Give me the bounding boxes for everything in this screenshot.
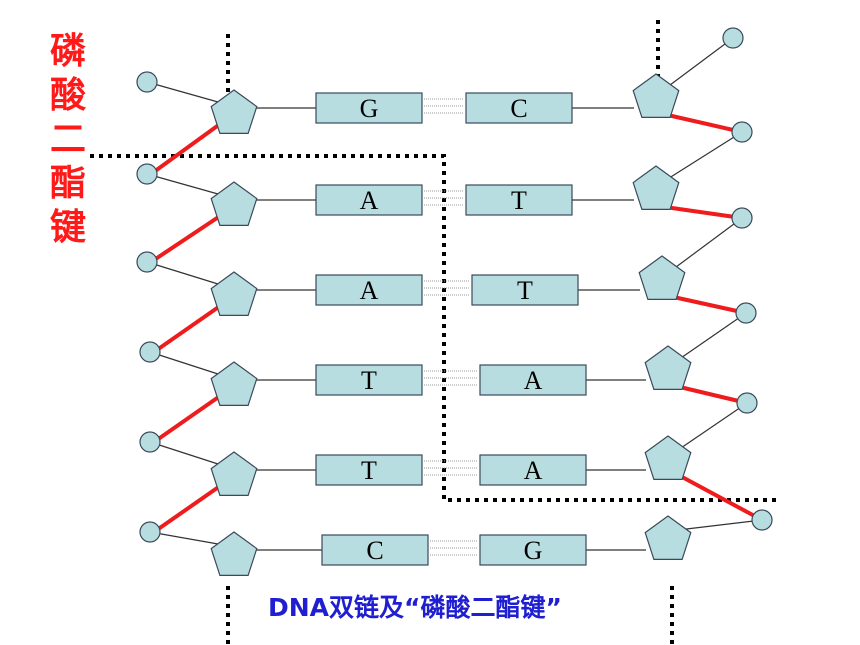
base-box — [321, 534, 429, 566]
base-box — [479, 364, 587, 396]
label-char: 二 — [49, 119, 86, 160]
base-letter: G — [360, 94, 379, 123]
backbone-line — [671, 217, 743, 271]
dotted-boundary — [90, 154, 780, 502]
base-box — [315, 274, 423, 306]
backbone-line — [665, 131, 743, 181]
phosphate-circle — [136, 71, 158, 93]
base-letter: A — [360, 276, 379, 305]
phosphodiester-bond — [670, 114, 744, 134]
base-box — [315, 92, 423, 124]
backbone-line — [677, 402, 748, 451]
deoxyribose-pentagon — [632, 73, 680, 119]
base-box — [465, 92, 573, 124]
phosphate-circle — [722, 27, 744, 49]
diagram-caption: DNA双链及“磷酸二酯键” — [268, 593, 562, 622]
phosphodiester-bond — [676, 296, 748, 315]
base-letter: T — [517, 276, 533, 305]
label-char: 酯 — [49, 163, 86, 204]
base-box — [315, 184, 423, 216]
deoxyribose-pentagon — [210, 89, 258, 134]
base-letter: G — [524, 536, 543, 565]
backbone-line — [665, 37, 734, 89]
label-char: 酸 — [49, 75, 86, 116]
backbone-line — [677, 519, 763, 531]
backbone-line — [149, 441, 219, 465]
backbone-line — [677, 312, 747, 361]
phosphodiester-bond-label: 磷 酸 二 酯 键 — [46, 30, 90, 250]
phosphate-circle — [751, 509, 773, 531]
deoxyribose-pentagon — [210, 361, 258, 406]
phosphate-circle — [139, 431, 161, 453]
label-char: 键 — [49, 207, 86, 248]
deoxyribose-pentagon — [210, 181, 258, 226]
base-letter: A — [524, 366, 543, 395]
base-letter: A — [360, 186, 379, 215]
deoxyribose-pentagon — [644, 515, 692, 561]
phosphate-circle — [731, 121, 753, 143]
phosphodiester-bond — [149, 214, 222, 264]
label-char: 磷 — [49, 31, 86, 72]
base-box — [471, 274, 579, 306]
base-letter: A — [524, 456, 543, 485]
deoxyribose-pentagon — [210, 531, 258, 577]
backbone-line — [149, 531, 219, 545]
phosphate-circle — [736, 392, 758, 414]
phosphate-circle — [136, 163, 158, 185]
deoxyribose-pentagon — [632, 165, 680, 210]
base-box — [479, 454, 587, 486]
base-box — [315, 454, 423, 486]
base-box — [465, 184, 573, 216]
backbone-line — [146, 173, 219, 195]
phosphodiester-bond — [670, 206, 744, 220]
backbone-line — [146, 81, 219, 103]
deoxyribose-pentagon — [210, 451, 258, 496]
base-box — [315, 364, 423, 396]
deoxyribose-pentagon — [644, 435, 692, 480]
phosphodiester-bond — [682, 476, 764, 522]
base-letter: T — [511, 186, 527, 215]
phosphate-circle — [735, 302, 757, 324]
base-box — [479, 534, 587, 566]
backbone-line — [146, 261, 219, 285]
phosphodiester-bond — [149, 122, 222, 176]
deoxyribose-pentagon — [638, 255, 686, 300]
phosphate-circle — [731, 207, 753, 229]
phosphodiester-bond — [152, 394, 222, 444]
phosphate-circle — [136, 251, 158, 273]
base-letter: T — [361, 366, 377, 395]
base-letter: C — [366, 536, 383, 565]
base-letter: T — [361, 456, 377, 485]
backbone-line — [149, 351, 219, 375]
phosphodiester-bond — [682, 386, 749, 405]
base-letter: C — [510, 94, 527, 123]
phosphate-circle — [139, 521, 161, 543]
phosphate-circle — [139, 341, 161, 363]
phosphodiester-bond — [152, 304, 222, 354]
phosphodiester-bond — [152, 484, 222, 534]
deoxyribose-pentagon — [644, 345, 692, 390]
deoxyribose-pentagon — [210, 271, 258, 316]
